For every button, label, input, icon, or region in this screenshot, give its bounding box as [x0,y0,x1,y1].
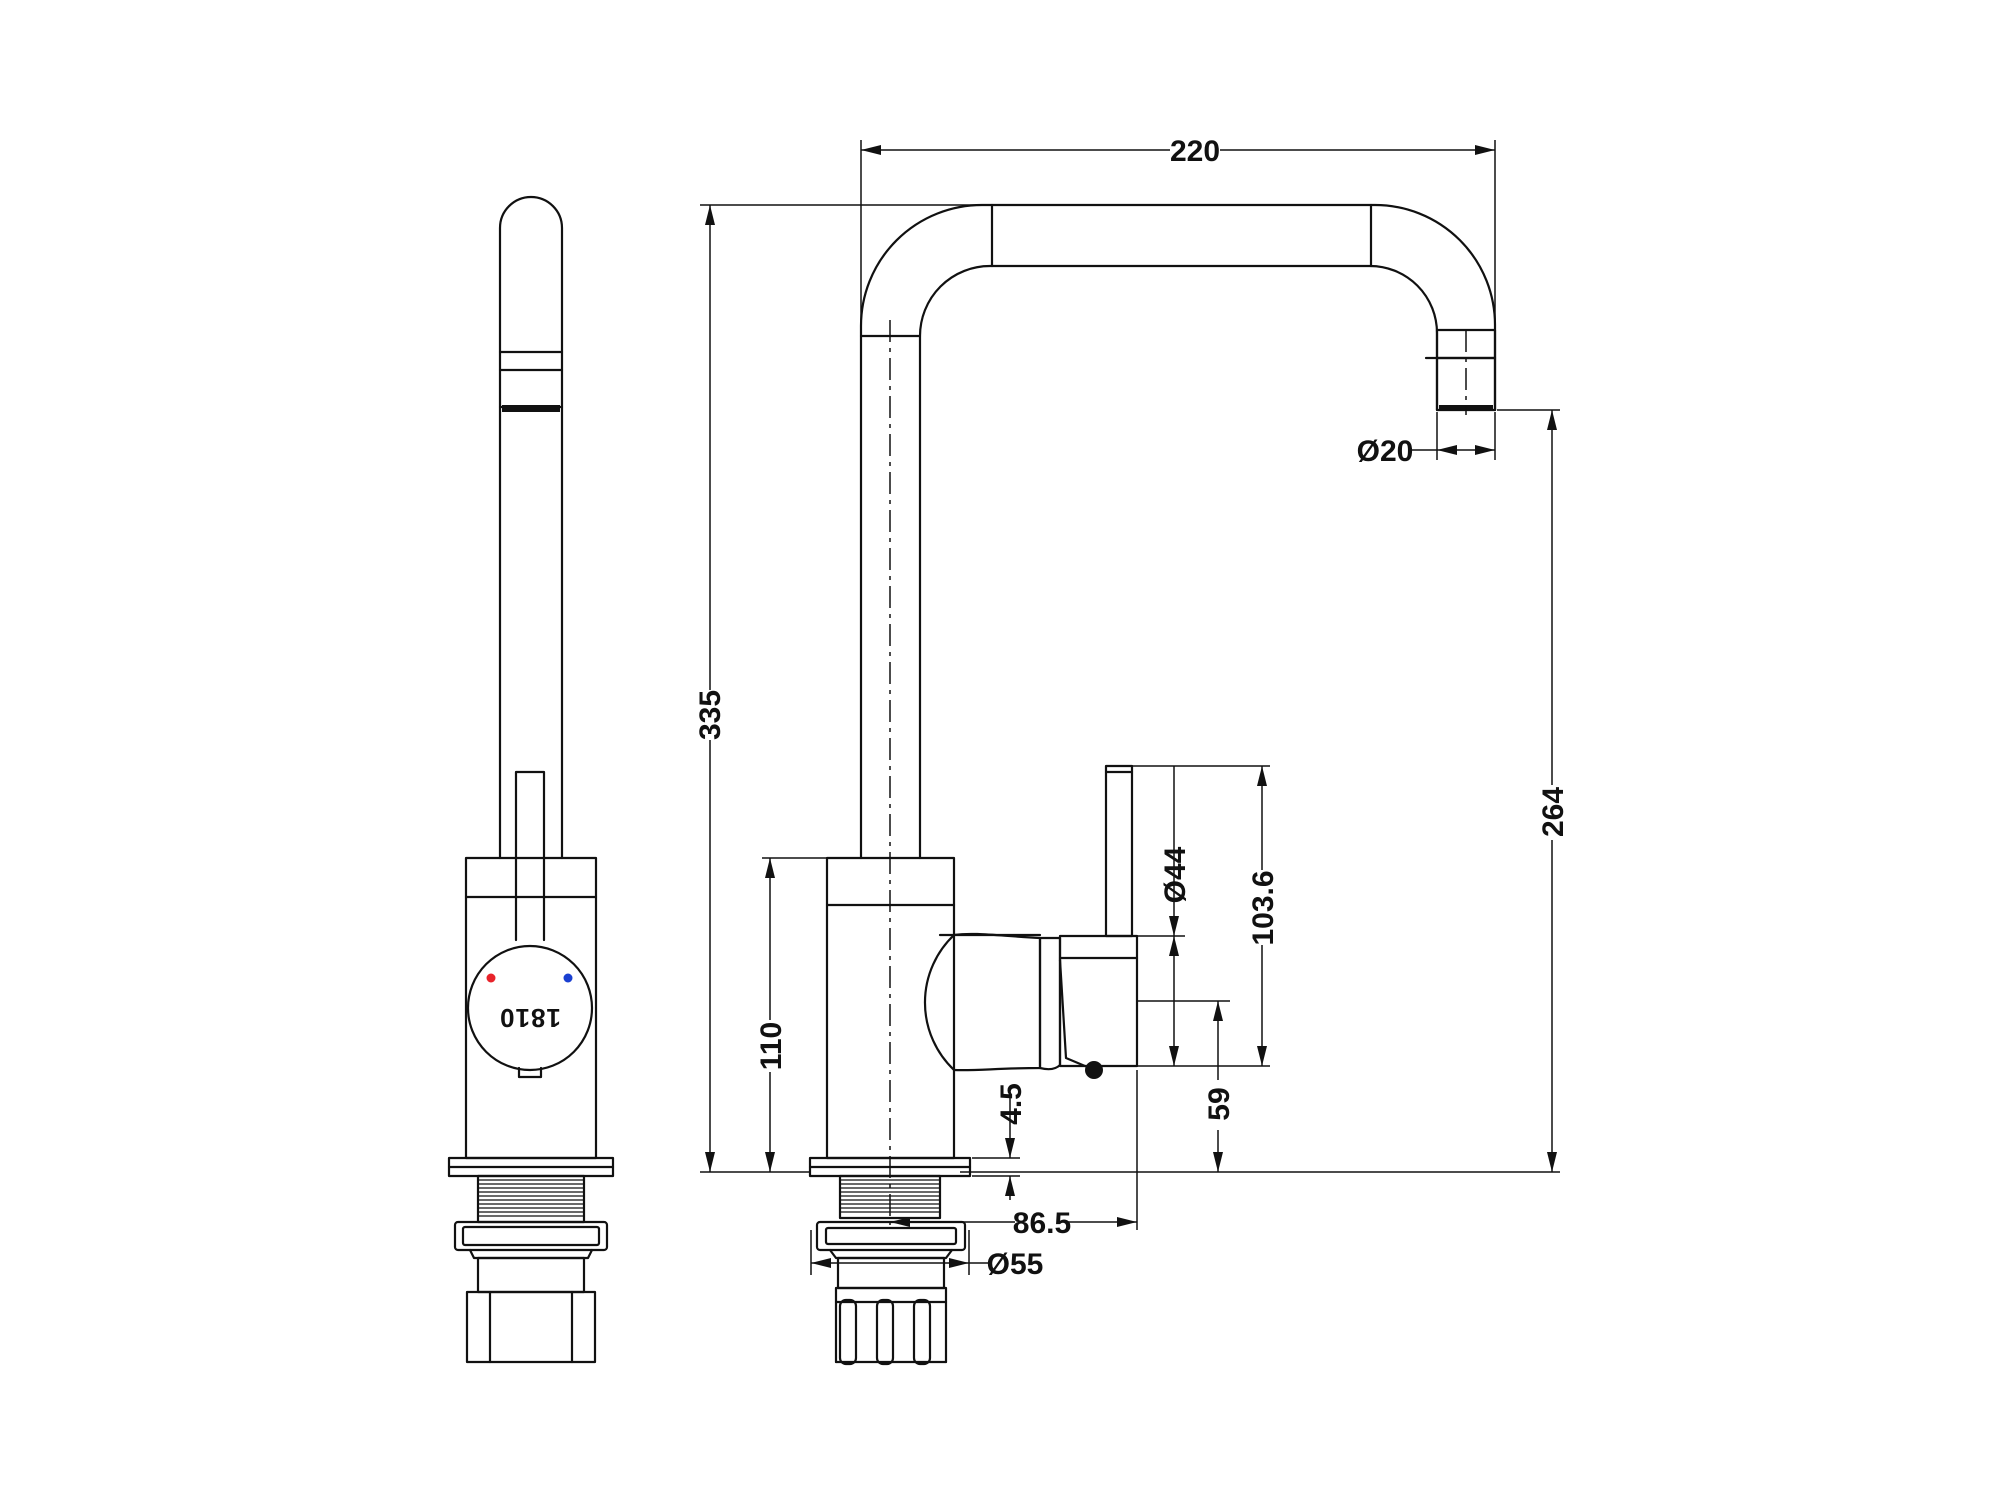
side-spout-column [498,195,564,860]
cold-indicator [563,973,573,983]
handle-lever [1104,764,1134,938]
dim-spout-reach: 220 [1170,135,1220,168]
dimension-lines [700,140,1560,1275]
dimension-labels: 220 335 Ø20 264 110 Ø44 103.6 59 4.5 86.… [694,135,1570,1281]
dim-handle-diameter: Ø44 [1159,846,1192,903]
hose-ribs [834,1298,948,1366]
side-thread-lines [478,1179,584,1217]
dim-base-diameter: Ø55 [987,1248,1044,1281]
hot-indicator [486,973,496,983]
dim-outlet-diameter: Ø20 [1357,435,1414,468]
dim-body-height: 110 [755,1022,788,1070]
cartridge-housing [923,933,956,1072]
dim-handle-axis-height: 59 [1203,1087,1236,1120]
brand-logo: 1810 [499,1003,561,1033]
side-handle-lever [514,770,546,942]
front-spout [859,203,1497,860]
side-handle-knob [466,944,594,1072]
front-thread-lines [840,1179,940,1213]
side-hose-connector [476,1256,586,1294]
front-view [808,203,1497,1366]
side-threaded-shank [476,1174,586,1224]
dim-total-height: 335 [694,690,727,740]
dim-base-plate: 4.5 [995,1083,1028,1125]
dim-handle-height: 103.6 [1247,870,1280,945]
front-nut [815,1220,967,1252]
handle-body [1038,936,1062,1071]
side-view: 1810 [447,195,615,1364]
dim-outlet-height: 264 [1537,787,1570,837]
side-nut [453,1220,609,1252]
dim-handle-offset: 86.5 [1013,1207,1071,1240]
